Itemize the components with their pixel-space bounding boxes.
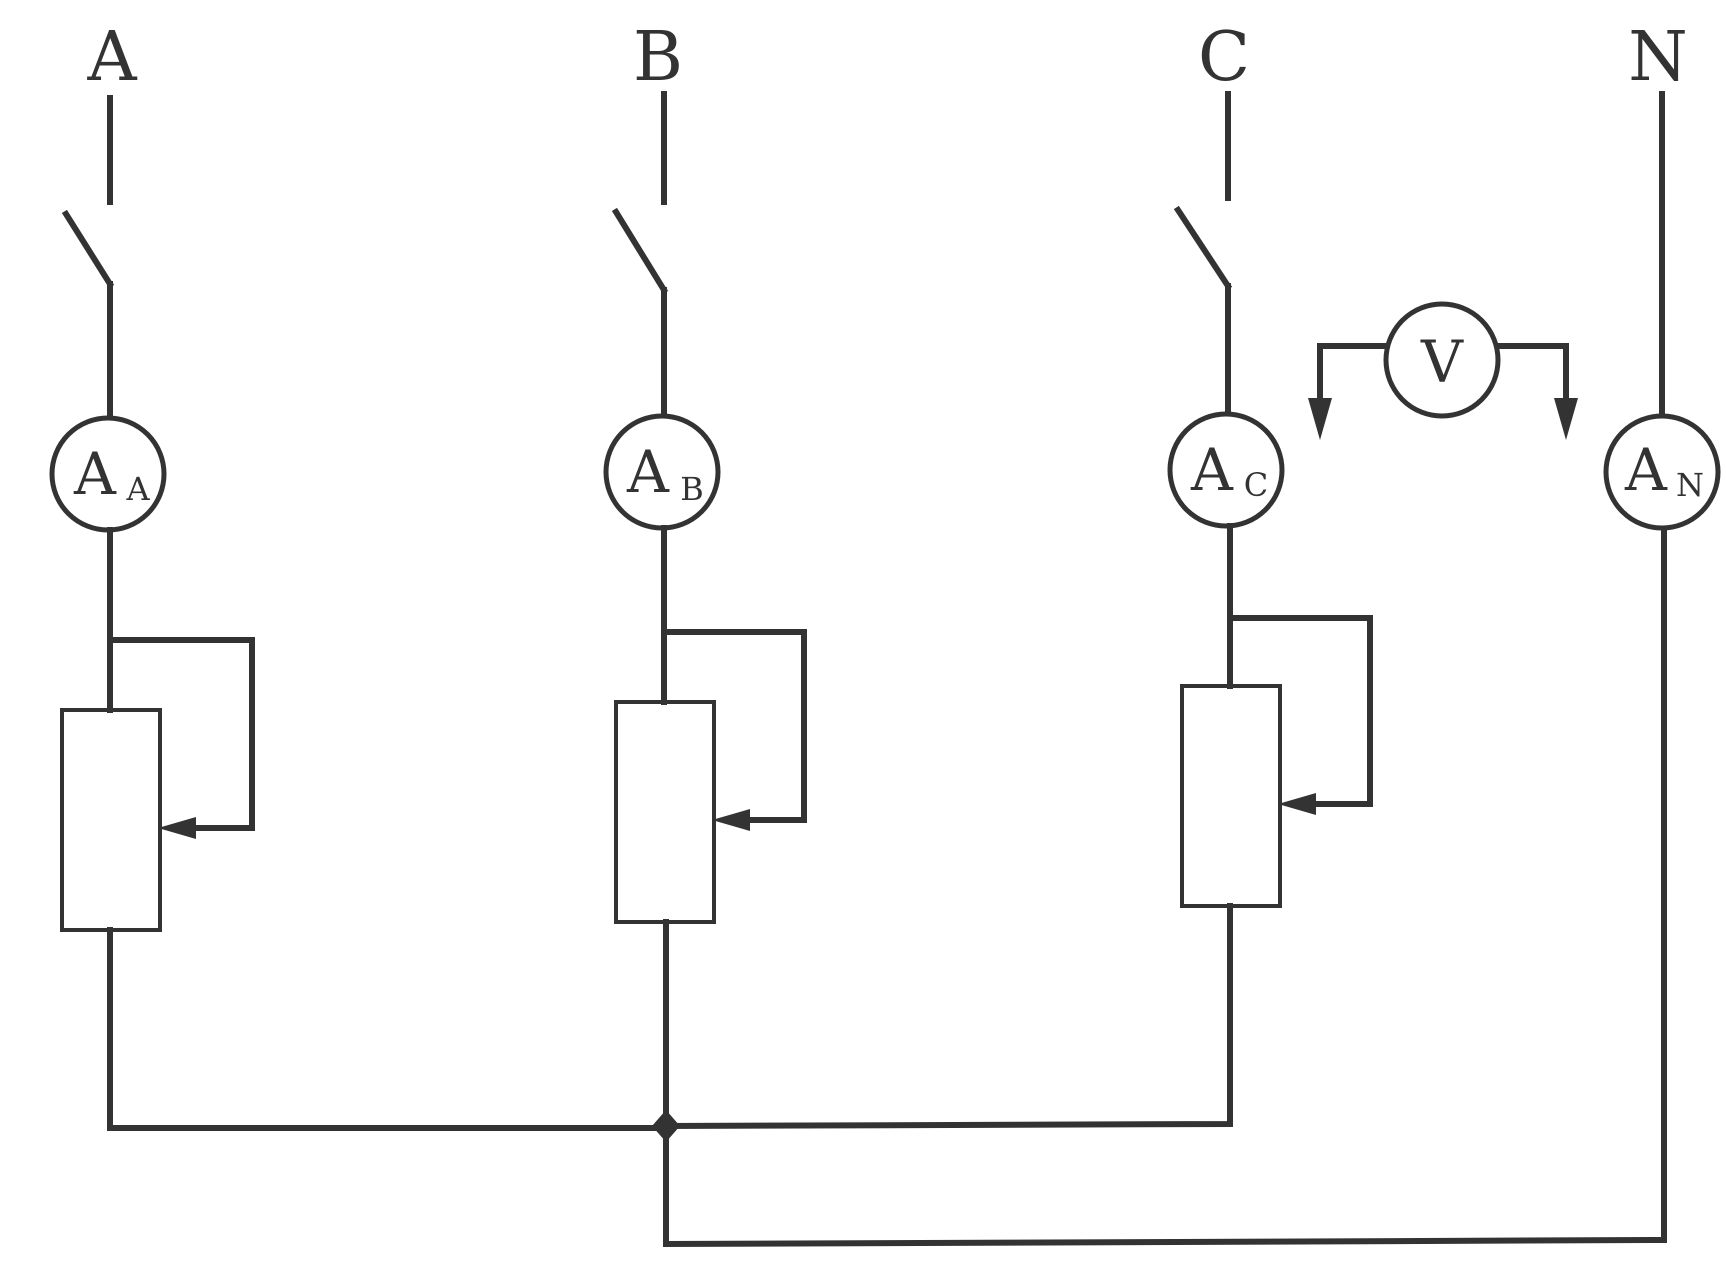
rheostat-c (1180, 684, 1282, 908)
rheostat-a-wiper-arrow (158, 817, 196, 839)
ammeter-c: A C (1167, 411, 1285, 529)
rheostat-a (60, 708, 162, 932)
ammeter-c-letter: A (1190, 436, 1234, 504)
phase-b-label: B (633, 18, 683, 97)
phase-a-wire-to-star-point (107, 927, 668, 1131)
ammeter-a: A A (49, 415, 167, 533)
phase-c-label: C (1198, 18, 1250, 97)
rheostat-b-wiper-wire (661, 629, 807, 823)
ammeter-n-letter: A (1624, 436, 1668, 504)
voltmeter-letter: V (1420, 328, 1464, 396)
ammeter-b-subscript: B (680, 470, 704, 508)
phase-c-switch-blade (1173, 205, 1233, 291)
ammeter-n-subscript: N (1676, 466, 1704, 504)
ammeter-a-subscript: A (125, 470, 150, 508)
voltmeter-right-probe-wire (1495, 343, 1569, 403)
voltmeter-left-probe-arrow (1308, 398, 1332, 440)
neutral-return-wire (663, 525, 1667, 1248)
voltmeter: V (1383, 301, 1501, 419)
ammeter-b: A B (603, 413, 721, 531)
phase-a-label: A (86, 18, 137, 97)
ammeter-c-subscript: C (1244, 466, 1268, 504)
rheostat-c-wiper-wire (1227, 615, 1373, 807)
voltmeter-left-probe-wire (1317, 343, 1389, 403)
rheostat-b-wiper-arrow (712, 809, 750, 831)
voltmeter-right-probe-arrow (1554, 398, 1578, 440)
rheostat-c-wiper-arrow (1278, 793, 1316, 815)
rheostat-a-wiper-wire (107, 637, 255, 831)
phase-c-wire-to-star-point (662, 903, 1233, 1130)
phase-n-label: N (1628, 18, 1688, 97)
ammeter-b-letter: A (626, 438, 670, 506)
ammeter-a-letter: A (73, 440, 117, 508)
ammeter-n: A N (1603, 413, 1721, 531)
phase-a-switch-blade (61, 209, 115, 289)
phase-b-switch-blade (611, 207, 669, 295)
rheostat-b (614, 700, 716, 924)
